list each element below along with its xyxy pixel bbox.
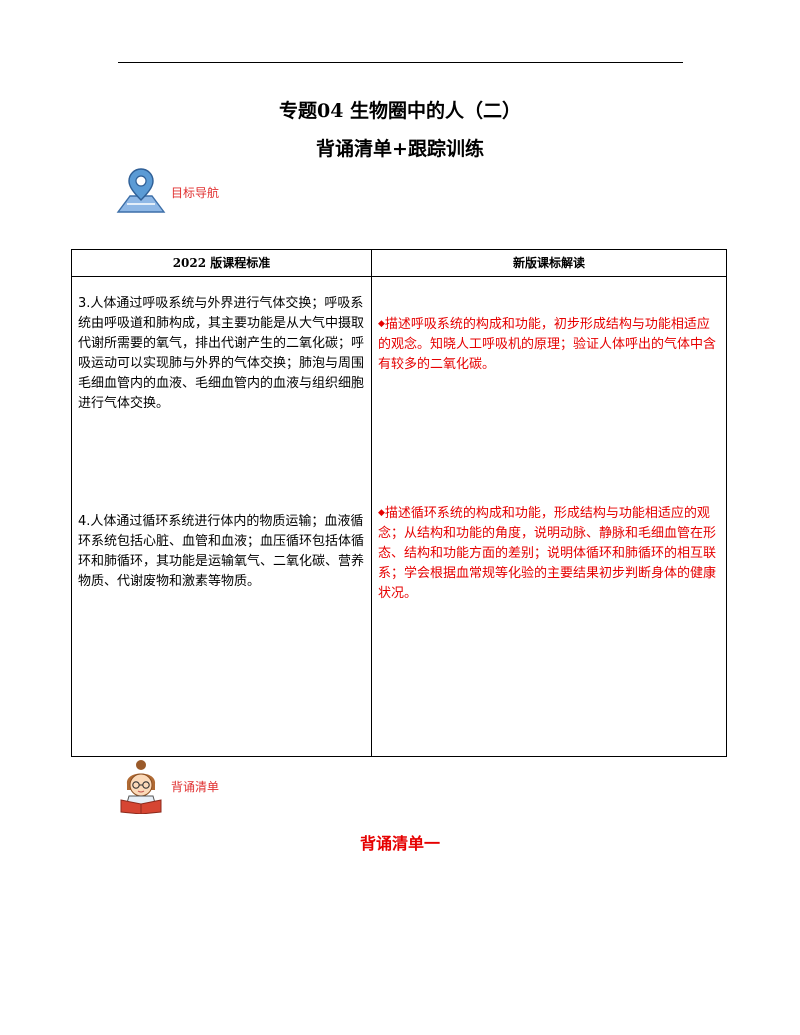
interpretation-text-1: 描述呼吸系统的构成和功能，初步形成结构与功能相适应的观念。知晓人工呼吸机的原理；… <box>378 317 717 372</box>
map-pin-icon <box>116 168 166 213</box>
table-cell-standard-2: 4.人体通过循环系统进行体内的物质运输；血液循环系统包括心脏、血管和血液；血压循… <box>78 514 365 589</box>
interpretation-text-2: 描述循环系统的构成和功能，形成结构与功能相适应的观念；从结构和功能的角度，说明动… <box>378 506 717 601</box>
page-title: 专题04 生物圈中的人（二） <box>278 100 522 122</box>
top-rule <box>118 62 683 63</box>
section-recite-header: 背诵清单 <box>115 758 219 814</box>
table-column-divider <box>371 250 372 756</box>
table-header-divider <box>72 276 726 277</box>
recite-list-title: 背诵清单一 <box>359 834 440 853</box>
table-cell-interpretation-2: ◆描述循环系统的构成和功能，形成结构与功能相适应的观念；从结构和功能的角度，说明… <box>378 503 720 604</box>
nav-label: 目标导航 <box>171 185 220 200</box>
table-cell-standard-1: 3.人体通过呼吸系统与外界进行气体交换；呼吸系统由呼吸道和肺构成，其主要功能是从… <box>78 296 365 411</box>
table-header-interpretation: 新版课标解读 <box>512 256 585 270</box>
curriculum-table: 2022 版课程标准 新版课标解读 3.人体通过呼吸系统与外界进行气体交换；呼吸… <box>71 249 727 757</box>
table-header-standard: 2022 版课程标准 <box>172 256 271 270</box>
recite-label: 背诵清单 <box>171 779 220 794</box>
diamond-bullet-icon: ◆ <box>378 508 385 518</box>
section-nav-header: 目标导航 <box>115 168 219 216</box>
table-cell-interpretation-1: ◆描述呼吸系统的构成和功能，初步形成结构与功能相适应的观念。知晓人工呼吸机的原理… <box>378 314 720 375</box>
diamond-bullet-icon: ◆ <box>378 319 385 329</box>
reading-girl-icon <box>120 760 162 814</box>
page-subtitle: 背诵清单+跟踪训练 <box>316 138 484 160</box>
